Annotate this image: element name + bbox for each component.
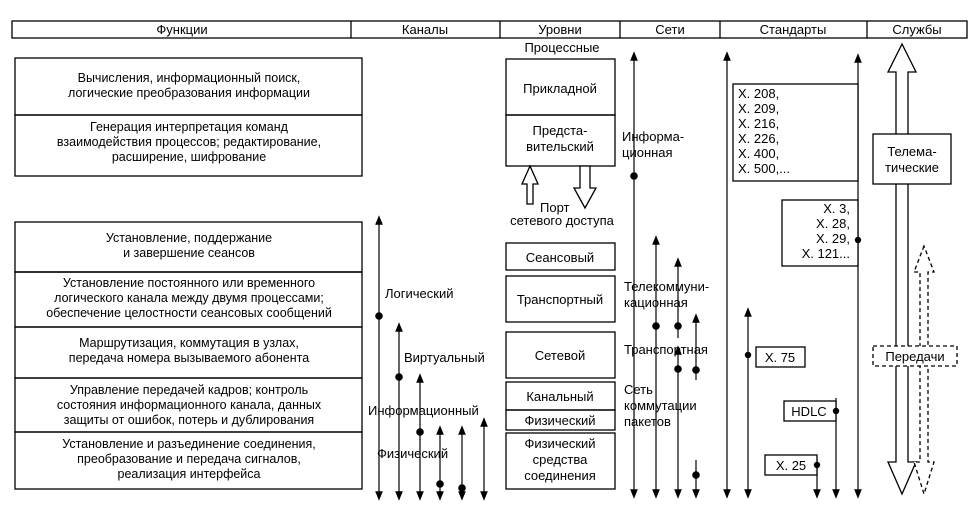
level-link: Канальный xyxy=(526,389,593,404)
level-transport: Транспортный xyxy=(517,292,603,307)
function-7-line-1: Установление и разъединение соединения, xyxy=(62,437,316,451)
level-session-box xyxy=(505,242,616,271)
net-packet-label-1: Сеть xyxy=(624,382,653,397)
level-physical-media-line-3: соединения xyxy=(524,468,596,483)
function-6-line-2: состояния информационного канала, данных xyxy=(57,398,322,412)
level-session: Сеансовый xyxy=(526,250,594,265)
service-transmission-box xyxy=(872,345,958,367)
std-x400: X. 400, xyxy=(738,146,779,161)
net-info-label-2: ционная xyxy=(622,145,673,160)
level-physical-media-box xyxy=(505,432,616,490)
channel-logical-label: Логический xyxy=(385,286,453,301)
networks-column xyxy=(630,51,700,499)
std-x75: X. 75 xyxy=(765,350,795,365)
level-presentation-line-2: вительский xyxy=(526,139,594,154)
header-levels: Уровни xyxy=(538,22,581,37)
std-x29: X. 29, xyxy=(816,231,850,246)
function-5-line-1: Маршрутизация, коммутация в узлах, xyxy=(79,336,299,350)
std-x25: X. 25 xyxy=(776,458,806,473)
port-down-arrow xyxy=(572,165,598,210)
header-standards: Стандарты xyxy=(760,22,827,37)
function-2-line-1: Генерация интерпретация команд xyxy=(90,120,289,134)
level-network: Сетевой xyxy=(535,348,585,363)
net-telecom-label-1: Телекоммуни- xyxy=(624,279,709,294)
std-x3-box xyxy=(781,199,859,267)
level-physical-media-line-2: средства xyxy=(533,452,588,467)
levels-process-label: Процессные xyxy=(524,40,599,55)
functions-column: Вычисления, информационный поиск, логиче… xyxy=(14,57,363,490)
net-transport-label: Транспортная xyxy=(624,342,708,357)
function-6-line-1: Управление передачей кадров; контроль xyxy=(70,383,308,397)
service-transmission-arrow xyxy=(913,244,935,497)
port-label-line-1: Порт xyxy=(540,200,570,215)
net-packet-label-2: коммутации xyxy=(624,398,697,413)
level-physical: Физический xyxy=(524,413,595,428)
header-services: Службы xyxy=(892,22,941,37)
level-network-box xyxy=(505,331,616,379)
std-x208: X. 208, xyxy=(738,86,779,101)
std-x216: X. 216, xyxy=(738,116,779,131)
level-applied: Прикладной xyxy=(523,81,597,96)
services-column: Телема- тические Передачи xyxy=(872,42,958,497)
std-x75-box xyxy=(755,346,806,368)
function-6-line-3: защиты от ошибок, потерь и дублирования xyxy=(64,413,314,427)
net-telecom-label-2: кационная xyxy=(624,295,688,310)
function-3-line-2: и завершение сеансов xyxy=(123,246,255,260)
function-4-line-1: Установление постоянного или временного xyxy=(63,276,315,290)
header-networks: Сети xyxy=(655,22,684,37)
function-1-line-1: Вычисления, информационный поиск, xyxy=(78,71,301,85)
function-7-line-3: реализация интерфейса xyxy=(118,467,261,481)
function-3-line-1: Установление, поддержание xyxy=(106,231,272,245)
level-transport-box xyxy=(505,275,616,323)
function-5-line-2: передача номера вызываемого абонента xyxy=(69,351,309,365)
standards-column: X. 208, X. 209, X. 216, X. 226, X. 400, … xyxy=(723,51,862,499)
function-4-line-3: обеспечение целостности сеансовых сообще… xyxy=(46,306,332,320)
networks-labels: Информа- ционная Телекоммуни- кационная … xyxy=(622,129,709,429)
std-x28: X. 28, xyxy=(816,216,850,231)
service-transmission: Передачи xyxy=(885,349,944,364)
std-x121: X. 121... xyxy=(802,246,850,261)
service-telematic-box xyxy=(872,133,952,185)
function-2-line-3: расширение, шифрование xyxy=(112,150,266,164)
channel-physical-label: Физический xyxy=(377,446,448,461)
channel-virtual-label: Виртуальный xyxy=(404,350,485,365)
function-7-line-2: преобразование и передача сигналов, xyxy=(77,452,301,466)
service-telematic-line-2: тические xyxy=(885,160,939,175)
port-label-line-2: сетевого доступа xyxy=(510,213,615,228)
function-2-line-2: взаимодействия процессов; редактирование… xyxy=(57,135,321,149)
std-x200-box xyxy=(732,83,859,182)
channels-labels: Логический Виртуальный Информационный Фи… xyxy=(368,286,485,461)
std-x226: X. 226, xyxy=(738,131,779,146)
port-up-arrow xyxy=(520,164,540,205)
service-telematic-line-1: Телема- xyxy=(887,144,936,159)
channels-column xyxy=(375,215,488,501)
net-info-label-1: Информа- xyxy=(622,129,684,144)
std-x3: X. 3, xyxy=(823,201,850,216)
channel-logical-dot-top xyxy=(375,312,383,320)
function-1-line-2: логические преобразования информации xyxy=(68,86,310,100)
std-x500: X. 500,... xyxy=(738,161,790,176)
std-hdlc: HDLC xyxy=(791,404,826,419)
header-channels: Каналы xyxy=(402,22,448,37)
level-presentation-box xyxy=(505,114,616,167)
function-4-line-2: логического канала между двумя процессам… xyxy=(54,291,324,305)
header-functions: Функции xyxy=(156,22,207,37)
std-x209: X. 209, xyxy=(738,101,779,116)
level-physical-media-line-1: Физический xyxy=(524,436,595,451)
level-presentation-line-1: Предста- xyxy=(533,123,588,138)
service-telematic-arrow xyxy=(886,42,918,496)
level-physical-box xyxy=(505,409,616,431)
net-packet-label-3: пакетов xyxy=(624,414,671,429)
channel-info-label: Информационный xyxy=(368,403,479,418)
levels-column: Процессные Прикладной Предста- вительски… xyxy=(505,40,616,490)
header-row: Функции Каналы Уровни Сети Стандарты Слу… xyxy=(11,20,968,39)
